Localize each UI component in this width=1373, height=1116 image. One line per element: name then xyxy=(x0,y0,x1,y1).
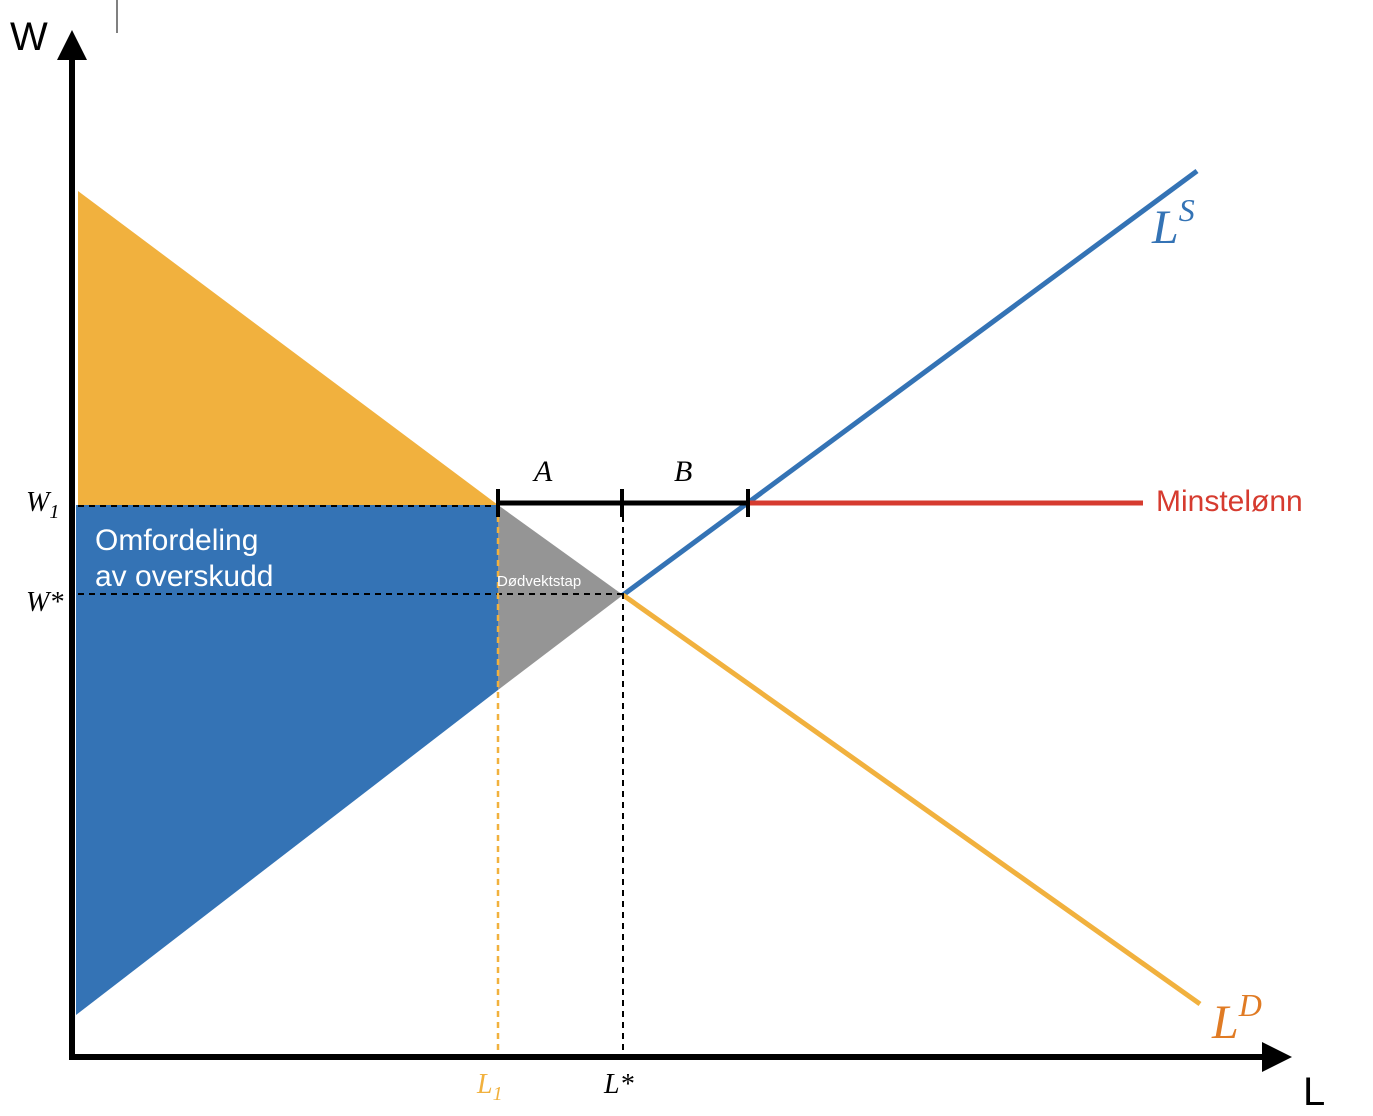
deadweight-loss-area xyxy=(498,505,623,690)
supply-curve xyxy=(621,168,1199,598)
minimum-wage-label: Minstelønn xyxy=(1156,485,1303,518)
l1-tick-label: L1 xyxy=(476,1069,503,1105)
wstar-tick-label: W* xyxy=(26,587,63,618)
supply-curve-label: LS xyxy=(1151,192,1195,254)
x-axis-label: L xyxy=(1303,1070,1325,1114)
segment-b-label: B xyxy=(674,455,692,488)
y-axis-arrow-icon xyxy=(57,30,87,60)
redistribution-label-line1: Omfordeling xyxy=(95,524,258,557)
consumer-surplus-area xyxy=(78,191,498,505)
demand-curve-label: LD xyxy=(1211,987,1262,1049)
x-axis-arrow-icon xyxy=(1262,1042,1292,1072)
redistribution-area xyxy=(76,505,498,1015)
lstar-tick-label: L* xyxy=(603,1069,634,1100)
redistribution-label-line2: av overskudd xyxy=(95,560,273,593)
segment-a-label: A xyxy=(532,455,553,488)
y-axis-label: W xyxy=(10,15,48,59)
w1-tick-label: W1 xyxy=(26,487,59,523)
deadweight-loss-label: Dødvektstap xyxy=(497,573,581,590)
demand-curve xyxy=(621,592,1202,1007)
